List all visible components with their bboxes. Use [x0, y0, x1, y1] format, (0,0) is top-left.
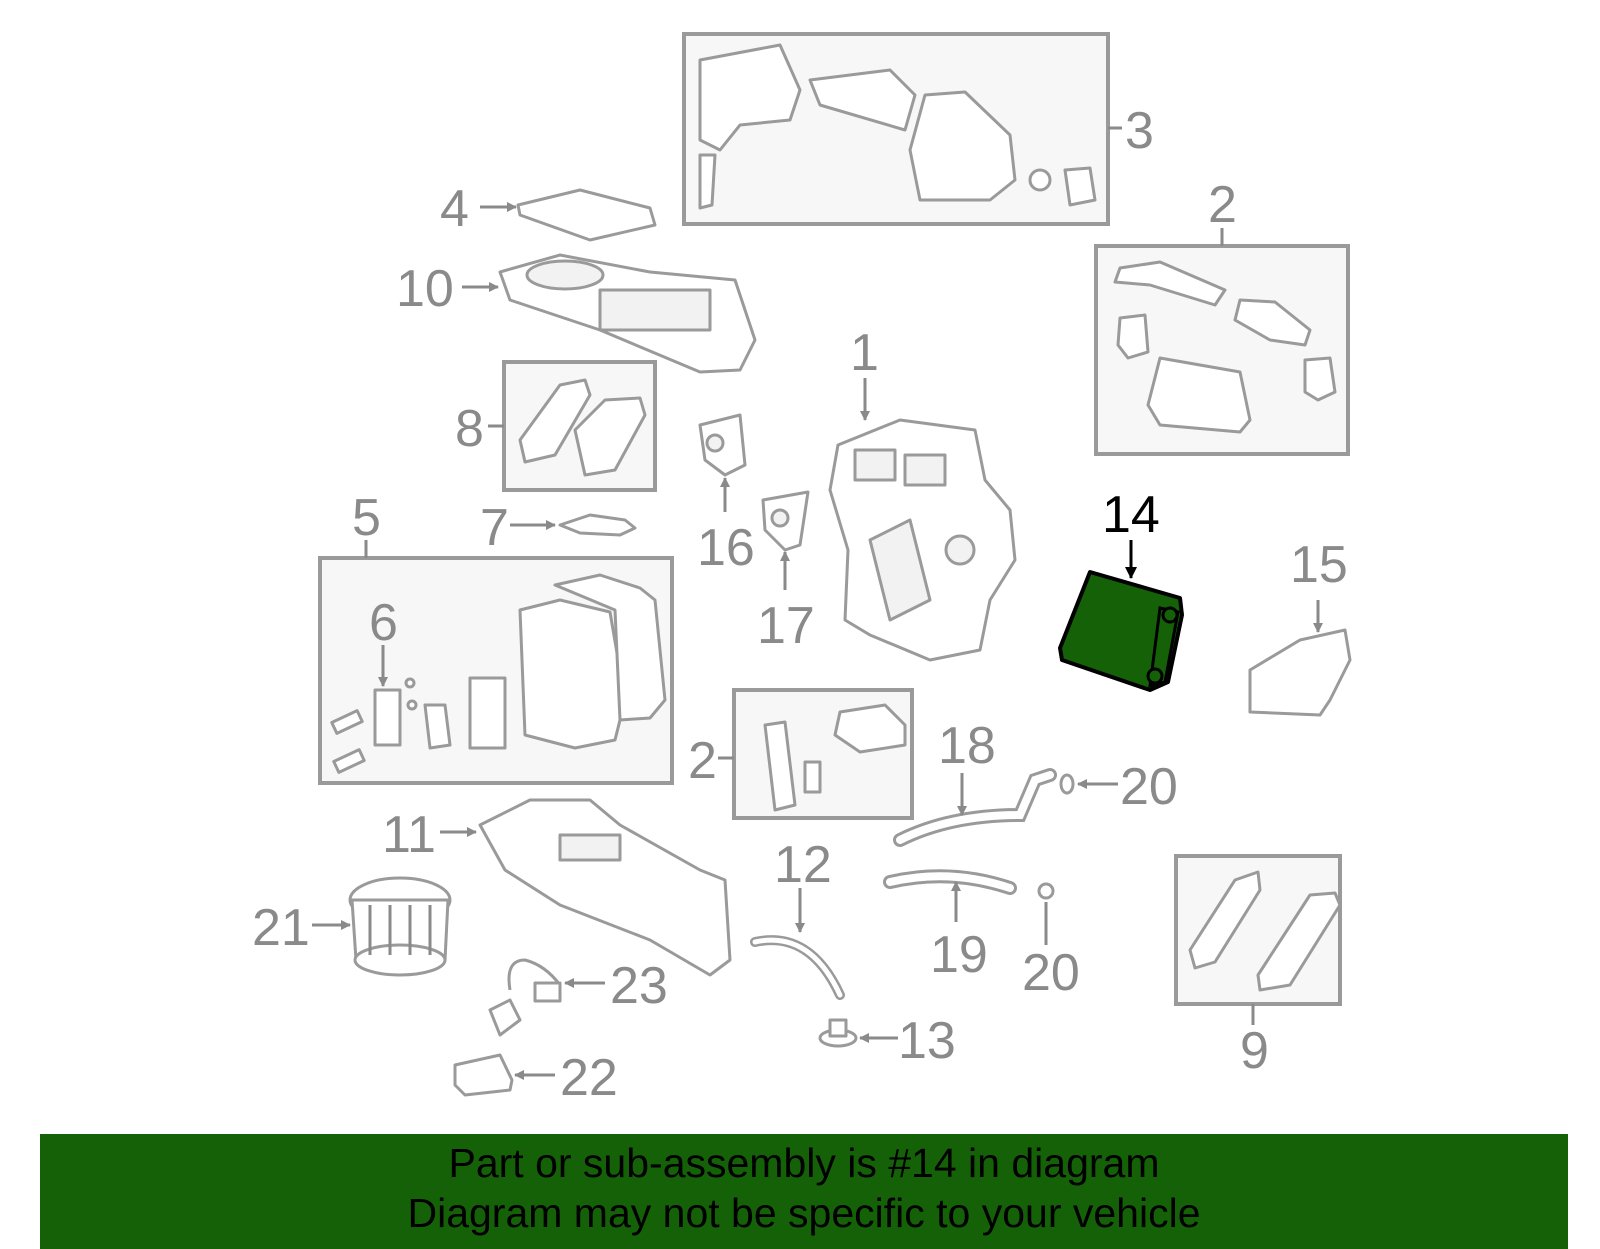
callout-17: 17 — [757, 597, 815, 655]
part-18[interactable] — [893, 768, 1057, 847]
part-19[interactable] — [883, 869, 1017, 895]
callout-20-upper: 20 — [1120, 758, 1178, 816]
part-11[interactable] — [478, 798, 732, 977]
callout-2-upper: 2 — [1208, 176, 1237, 234]
part-22-resistor[interactable] — [453, 1053, 514, 1097]
callout-20-lower: 20 — [1022, 944, 1080, 1002]
callout-2-lower: 2 — [688, 732, 717, 790]
callout-12: 12 — [774, 836, 832, 894]
callout-15: 15 — [1290, 536, 1348, 594]
callout-1: 1 — [850, 324, 879, 382]
part-group-9[interactable] — [1174, 854, 1342, 1006]
part-group-3[interactable] — [682, 32, 1110, 226]
part-14-heater-core[interactable] — [1058, 570, 1184, 692]
callout-16: 16 — [697, 519, 755, 577]
parts-diagram: 3 4 10 2 8 16 17 — [252, 32, 1352, 1107]
callout-13: 13 — [898, 1012, 956, 1070]
part-group-5[interactable] — [318, 556, 674, 785]
callout-14: 14 — [1102, 486, 1160, 544]
callout-7: 7 — [480, 499, 509, 557]
callout-6: 6 — [369, 594, 398, 652]
callout-3: 3 — [1125, 102, 1154, 160]
info-banner: Part or sub-assembly is #14 in diagram D… — [40, 1134, 1568, 1249]
callout-23: 23 — [610, 957, 668, 1015]
callout-8: 8 — [455, 400, 484, 458]
part-7[interactable] — [558, 513, 637, 537]
part-13-grommet[interactable] — [818, 1018, 858, 1048]
callout-5: 5 — [352, 489, 381, 547]
banner-line-2: Diagram may not be specific to your vehi… — [407, 1190, 1201, 1236]
part-20-upper[interactable] — [1059, 773, 1075, 795]
callout-11: 11 — [382, 806, 436, 864]
callout-22: 22 — [560, 1049, 618, 1107]
callout-10: 10 — [396, 260, 454, 318]
part-12-drain-tube[interactable] — [750, 935, 845, 1000]
part-4[interactable] — [516, 188, 657, 242]
part-23-harness[interactable] — [488, 958, 562, 1037]
part-15[interactable] — [1248, 628, 1352, 717]
banner-line-1: Part or sub-assembly is #14 in diagram — [448, 1140, 1160, 1186]
part-21-blower[interactable] — [348, 876, 452, 977]
callout-18: 18 — [938, 717, 996, 775]
part-17[interactable] — [761, 490, 810, 552]
part-1[interactable] — [828, 418, 1017, 662]
callout-21: 21 — [252, 899, 310, 957]
part-group-2-upper[interactable] — [1094, 244, 1350, 456]
part-20-lower[interactable] — [1037, 882, 1055, 900]
callout-9: 9 — [1240, 1022, 1269, 1080]
part-16[interactable] — [698, 413, 747, 477]
part-10[interactable] — [498, 253, 757, 374]
part-group-8[interactable] — [502, 360, 657, 492]
callout-19: 19 — [930, 926, 988, 984]
callout-4: 4 — [440, 180, 469, 238]
part-group-2-lower[interactable] — [732, 688, 914, 820]
